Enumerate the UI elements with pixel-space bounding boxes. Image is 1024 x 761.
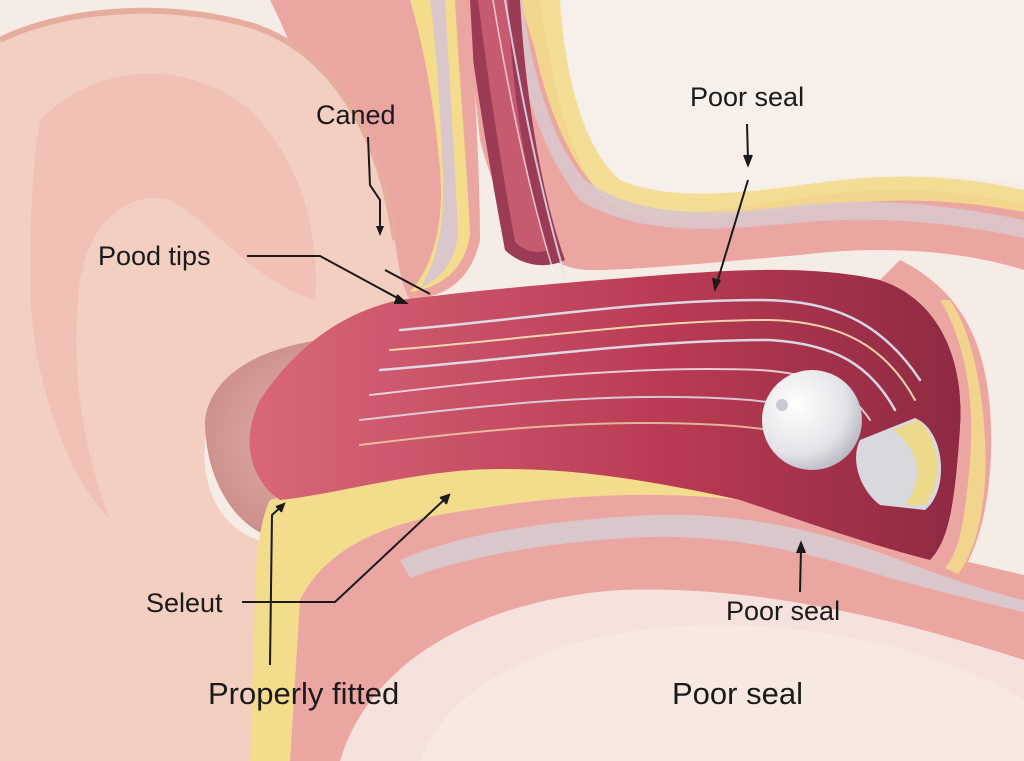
label-properly-fitted: Properly fitted [208, 678, 399, 709]
earbud-tip [762, 370, 862, 470]
label-poor-seal-bottom: Poor seal [672, 678, 803, 709]
label-poor-seal-top: Poor seal [690, 84, 804, 111]
leader-line-poor-seal-right [800, 548, 801, 592]
earbud-tip-dot [776, 399, 788, 411]
leader-line-poor-seal-top-a [747, 124, 748, 160]
label-caned: Caned [316, 102, 396, 129]
label-seleut: Seleut [146, 590, 223, 617]
label-poor-seal-right: Poor seal [726, 598, 840, 625]
label-pood-tips: Pood tips [98, 243, 211, 270]
